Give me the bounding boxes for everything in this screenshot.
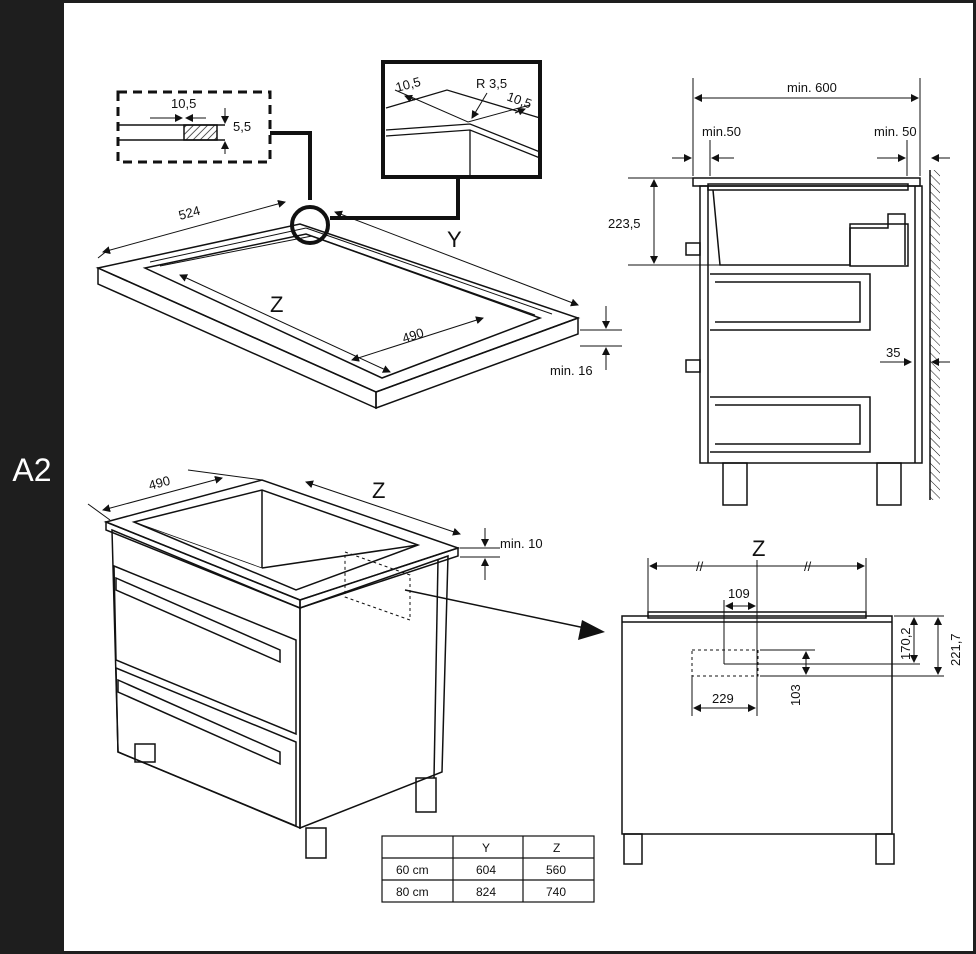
corner-left-label: 10,5 <box>394 74 422 95</box>
table-cell: 740 <box>546 885 566 899</box>
side-wall-gap-label: 35 <box>886 345 900 360</box>
groove-leader-line <box>270 131 312 200</box>
panel-tick-left: // <box>696 559 704 574</box>
side-min-left-label: min.50 <box>702 124 741 139</box>
cutout-width-label: 490 <box>400 325 425 346</box>
cabinet-z-label: Z <box>372 478 385 503</box>
cabinet-depth-label: 490 <box>147 473 172 493</box>
worktop-frame <box>95 223 581 410</box>
table-header-y: Y <box>482 841 490 855</box>
table-header-z: Z <box>553 841 560 855</box>
dim-524 <box>97 199 286 259</box>
corner-right-label: 10,5 <box>505 89 534 112</box>
dim-min16 <box>580 306 622 370</box>
corner-leader-line <box>330 177 460 220</box>
groove-detail <box>116 90 272 164</box>
dim-223 <box>628 177 720 266</box>
panel-offset-label: 109 <box>728 586 750 601</box>
panel-z-label: Z <box>752 536 765 561</box>
table-cell: 560 <box>546 863 566 877</box>
side-min-right-label: min. 50 <box>874 124 917 139</box>
panel-width-label: 229 <box>712 691 734 706</box>
corner-detail <box>381 60 542 179</box>
table-cell: 60 cm <box>396 863 429 877</box>
size-table <box>381 835 595 903</box>
corner-radius-label: R 3,5 <box>476 76 507 91</box>
dim-229 <box>691 676 756 716</box>
dim-109 <box>723 600 760 665</box>
dim-cab-z <box>305 480 461 536</box>
table-cell: 824 <box>476 885 496 899</box>
side-view <box>685 170 940 506</box>
section-label: A2 <box>12 452 52 488</box>
table-cell: 604 <box>476 863 496 877</box>
cutout-y-label: Y <box>447 227 462 252</box>
groove-depth-label: 5,5 <box>233 119 251 134</box>
cutout-depth-label: 524 <box>177 203 202 223</box>
cabinet-min-top-label: min. 10 <box>500 536 543 551</box>
panel-height-a-label: 170,2 <box>898 627 913 660</box>
dim-min10 <box>460 528 500 580</box>
cutout-z-label: Z <box>270 292 283 317</box>
dim-103 <box>760 649 815 677</box>
back-panel <box>621 611 895 865</box>
dim-y <box>334 210 579 307</box>
cabinet-perspective <box>103 479 461 859</box>
dim-min50-left <box>672 140 734 176</box>
dim-min50-right <box>877 140 950 176</box>
panel-height-b-label: 221,7 <box>948 633 963 666</box>
dim-170-221 <box>760 615 944 677</box>
panel-tick-right: // <box>804 559 812 574</box>
table-cell: 80 cm <box>396 885 429 899</box>
groove-width-label: 10,5 <box>171 96 196 111</box>
dim-cab-490 <box>87 469 263 521</box>
dim-min600 <box>692 78 921 176</box>
dim-490 <box>351 316 484 362</box>
side-height-label: 223,5 <box>608 216 641 231</box>
pointer-arrowhead <box>578 620 605 640</box>
sidebar-band <box>0 0 64 954</box>
pointer-arrow <box>404 589 586 629</box>
side-min-total-label: min. 600 <box>787 80 837 95</box>
panel-height-label: 103 <box>788 684 803 706</box>
cutout-min-thickness-label: min. 16 <box>550 363 593 378</box>
dim-panel-z <box>647 558 867 716</box>
